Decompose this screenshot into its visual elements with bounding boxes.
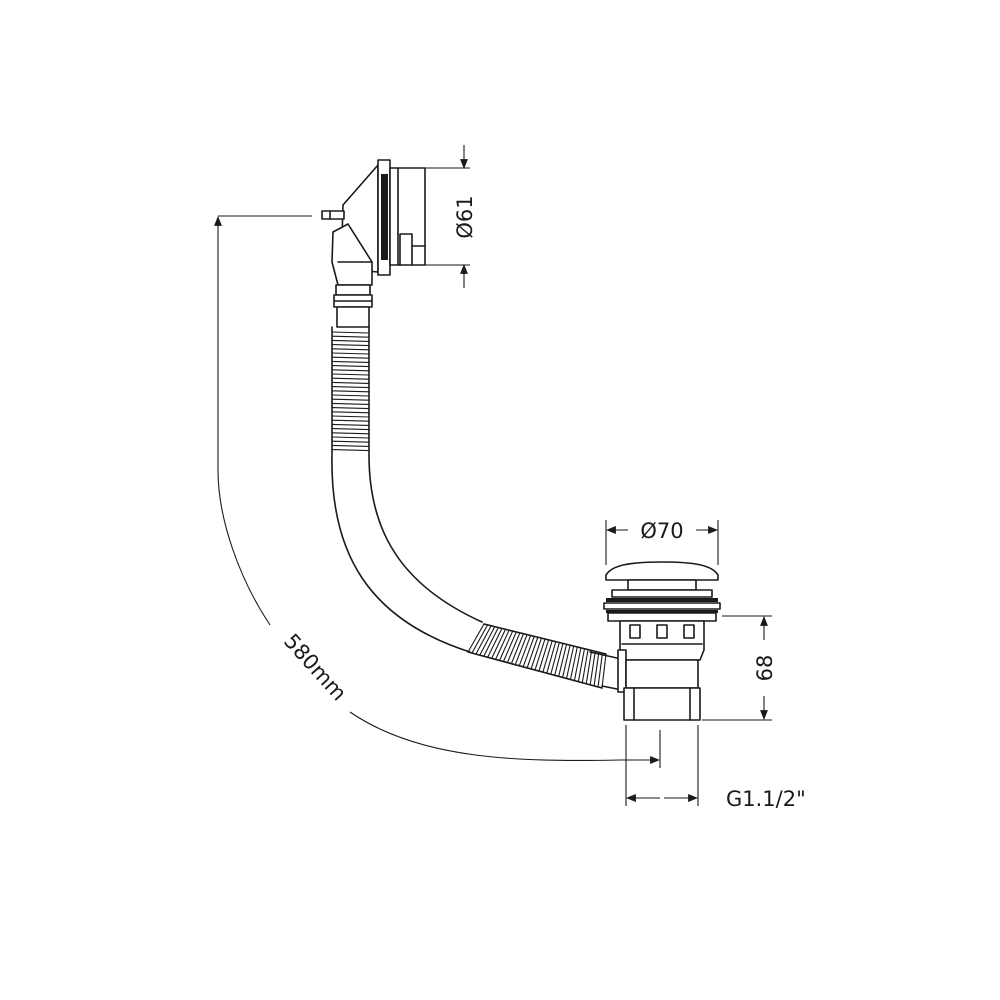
corrugation-ring (331, 360, 370, 363)
corrugation-ring (510, 633, 525, 665)
corrugation-ring (530, 637, 542, 670)
corrugation-ring (538, 639, 550, 672)
corrugation-ring (331, 369, 370, 372)
corrugation-ring (569, 646, 578, 681)
corrugation-ring (573, 647, 582, 682)
flexible-pipe (331, 326, 627, 691)
corrugation-ring (331, 432, 370, 435)
corrugation-ring (483, 626, 499, 657)
corrugation-ring (331, 428, 370, 431)
corrugation-ring (331, 444, 370, 447)
corrugation-ring (331, 356, 370, 359)
corrugation-ring (593, 651, 600, 687)
dimension-waste-height: 68 (702, 615, 777, 721)
corrugation-ring (522, 635, 535, 668)
waste-diameter-label: Ø70 (640, 519, 683, 543)
corrugation-ring (331, 335, 370, 338)
corrugation-ring (558, 643, 568, 677)
dimension-overflow-diameter: Ø61 (425, 145, 477, 288)
dimension-waste-diameter: Ø70 (605, 519, 719, 565)
corrugation-ring (581, 649, 589, 684)
corrugation-ring (331, 440, 370, 443)
corrugation-ring (331, 344, 370, 347)
corrugation-ring (331, 436, 370, 439)
corrugation-ring (479, 626, 496, 656)
corrugation-ring (331, 365, 370, 368)
corrugation-ring (601, 653, 607, 689)
corrugation-ring (495, 629, 510, 660)
pipe-corrugation-lower (467, 623, 607, 689)
corrugation-ring (585, 649, 593, 685)
corrugation-ring (331, 377, 370, 380)
corrugation-ring (498, 630, 514, 662)
corrugation-ring (471, 624, 489, 654)
corrugation-ring (534, 638, 546, 671)
corrugation-ring (514, 634, 528, 666)
corrugation-ring (331, 390, 370, 393)
corrugation-ring (331, 331, 370, 334)
corrugation-ring (331, 386, 370, 389)
corrugation-ring (331, 381, 370, 384)
corrugation-ring (577, 648, 586, 683)
corrugation-ring (542, 640, 553, 673)
corrugation-edge (483, 623, 607, 655)
corrugation-ring (331, 352, 370, 355)
corrugation-edge (467, 651, 603, 689)
corrugation-ring (546, 641, 557, 674)
pipe-corrugation-upper (331, 331, 370, 452)
corrugation-ring (597, 652, 603, 688)
corrugation-ring (554, 642, 564, 676)
corrugation-ring (475, 625, 492, 655)
corrugation-ring (331, 348, 370, 351)
corrugation-ring (331, 394, 370, 397)
corrugation-ring (331, 449, 370, 452)
corrugation-ring (487, 627, 503, 658)
corrugation-ring (331, 373, 370, 376)
corrugation-ring (506, 632, 521, 664)
overflow-diameter-label: Ø61 (453, 195, 477, 238)
corrugation-ring (331, 419, 370, 422)
thread-label: G1.1/2" (726, 787, 806, 811)
corrugation-ring (565, 645, 575, 680)
corrugation-ring (562, 644, 571, 678)
overflow-elbow (331, 223, 373, 328)
corrugation-ring (331, 402, 370, 405)
waste-height-label: 68 (753, 655, 777, 682)
cable-length-label: 580mm (279, 629, 351, 705)
corrugation-ring (589, 650, 596, 686)
corrugation-ring (331, 423, 370, 426)
corrugation-ring (502, 631, 517, 663)
corrugation-ring (331, 339, 370, 342)
corrugation-ring (331, 407, 370, 410)
corrugation-ring (331, 398, 370, 401)
corrugation-ring (518, 634, 532, 667)
corrugation-ring (491, 628, 507, 659)
corrugation-ring (526, 636, 539, 669)
waste-assembly (603, 561, 721, 721)
corrugation-ring (550, 641, 560, 675)
dimension-thread: G1.1/2" (625, 725, 806, 811)
corrugation-ring (467, 623, 485, 653)
corrugation-ring (331, 411, 370, 414)
corrugation-ring (331, 415, 370, 418)
